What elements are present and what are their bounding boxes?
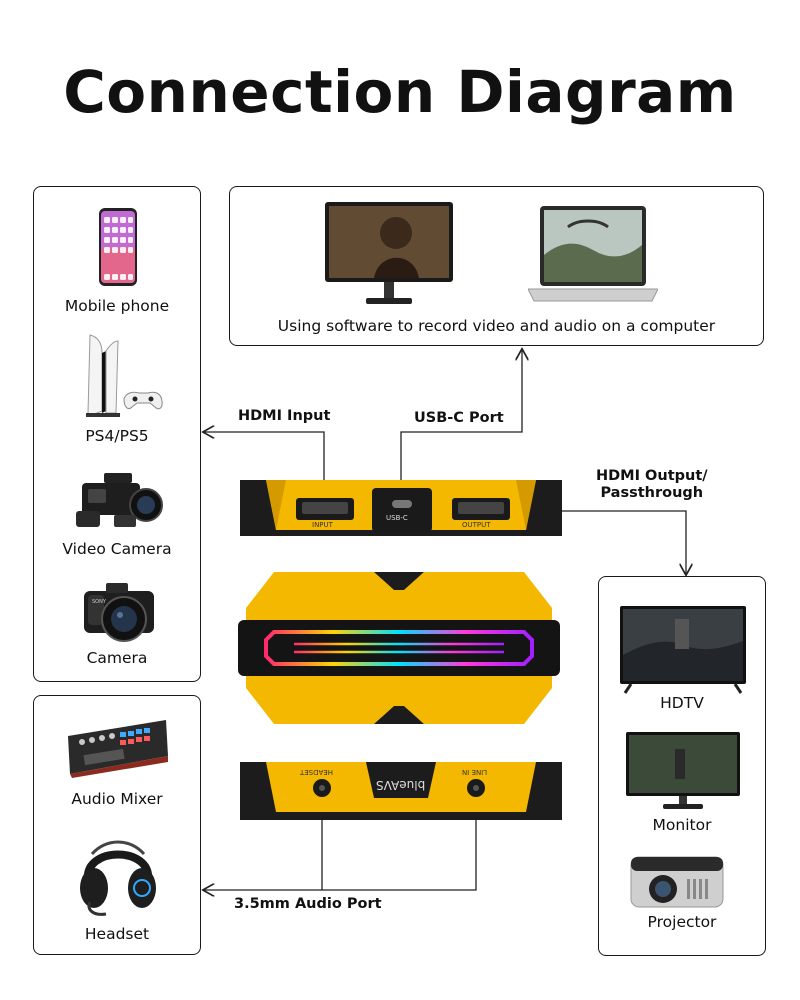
page-title: Connection Diagram: [63, 58, 737, 126]
usbc-port-label: USB-C Port: [414, 410, 504, 426]
camera-icon: SONY: [84, 583, 154, 642]
hdmi-input-label: HDMI Input: [238, 408, 331, 424]
capture-card-top-view: [240, 480, 562, 536]
computer-caption: Using software to record video and audio…: [277, 317, 716, 335]
hdmi-output-label: HDMI Output/ Passthrough: [596, 468, 708, 501]
video-camera-icon: [76, 473, 163, 527]
svg-text:SONY: SONY: [92, 599, 107, 605]
computer-box: Using software to record video and audio…: [229, 186, 764, 346]
audio-port-label: 3.5mm Audio Port: [234, 896, 382, 912]
sources-box: Mobile phone PS4/PS5 Video Camera SONY C…: [33, 186, 201, 682]
source-label-video-camera: Video Camera: [62, 540, 172, 558]
outputs-box: HDTV Monitor Projector: [598, 576, 766, 956]
device-input-label: INPUT: [312, 521, 333, 529]
device-headset-label: HEADSET: [300, 768, 334, 776]
output-label-monitor: Monitor: [652, 816, 712, 834]
audio-port-line: [321, 790, 477, 891]
hdtv-icon: [620, 606, 746, 694]
laptop-icon: [528, 206, 658, 302]
device-brand-label: blueAVS: [376, 778, 426, 792]
source-label-ps4-ps5: PS4/PS5: [85, 427, 149, 445]
monitor-icon: [626, 732, 740, 809]
projector-icon: [630, 856, 724, 908]
capture-card-bottom-view: [240, 762, 562, 820]
device-usbc-label: USB-C: [386, 514, 408, 522]
source-label-camera: Camera: [86, 649, 148, 667]
capture-card-front-view: [238, 572, 560, 724]
device-output-label: OUTPUT: [462, 521, 491, 529]
usbc-line: [400, 350, 522, 505]
audio-label-mixer: Audio Mixer: [71, 790, 163, 808]
audio-label-headset: Headset: [84, 925, 150, 943]
output-label-hdtv: HDTV: [660, 694, 704, 712]
audio-box: Audio Mixer Headset: [33, 695, 201, 955]
audio-mixer-icon: [68, 720, 168, 778]
mobile-phone-icon: [99, 208, 137, 286]
headset-icon: [80, 840, 156, 916]
device-linein-label: LINE IN: [462, 768, 488, 776]
game-console-icon: [86, 334, 163, 417]
output-label-projector: Projector: [647, 913, 717, 931]
source-label-mobile-phone: Mobile phone: [64, 297, 170, 315]
desktop-monitor-icon: [325, 202, 453, 304]
